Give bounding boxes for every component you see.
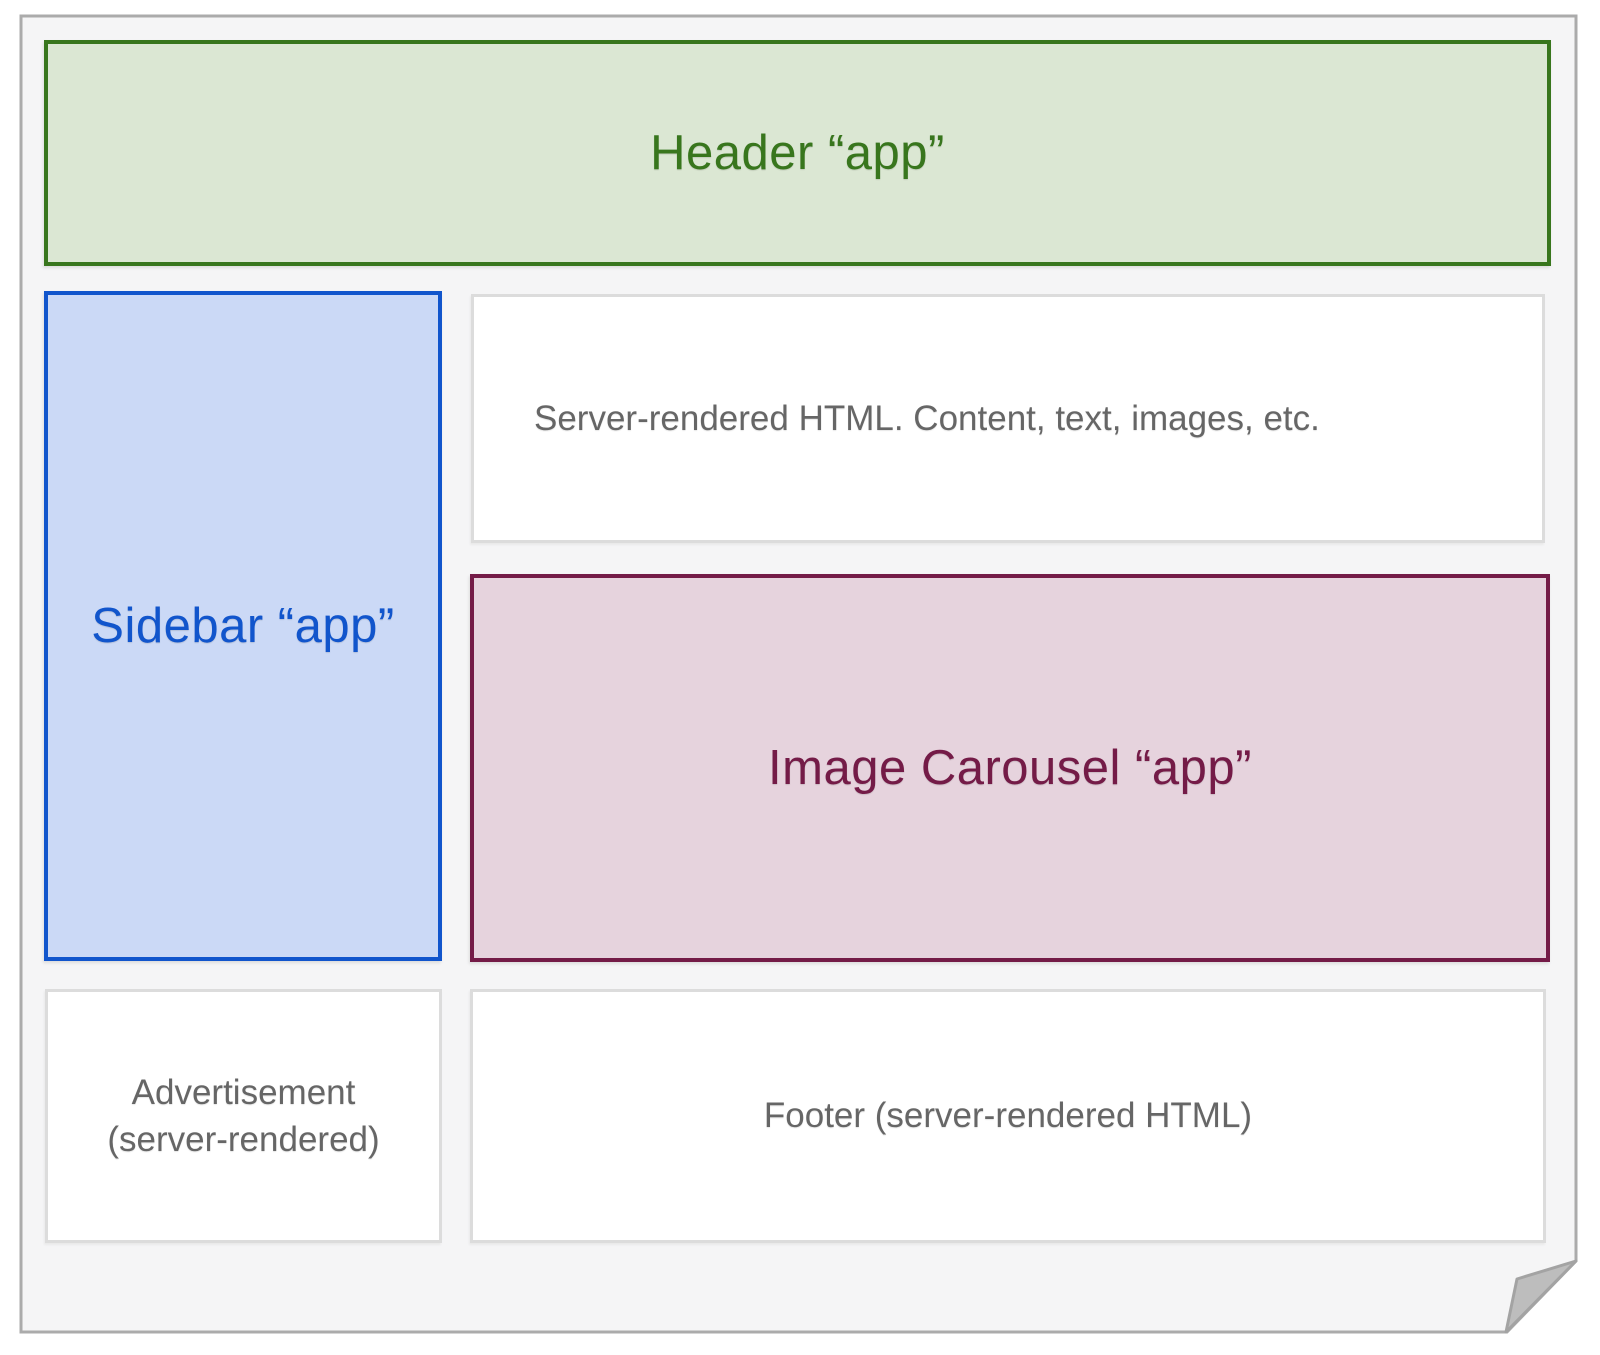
sidebar-app-box: Sidebar “app” <box>44 291 442 961</box>
image-carousel-app-box: Image Carousel “app” <box>470 574 1550 962</box>
header-app-box: Header “app” <box>44 40 1551 266</box>
header-app-label: Header “app” <box>650 126 945 180</box>
advertisement-label: Advertisement (server-rendered) <box>107 1072 380 1159</box>
footer-box: Footer (server-rendered HTML) <box>470 989 1546 1243</box>
server-content-box: Server-rendered HTML. Content, text, ima… <box>471 294 1545 543</box>
image-carousel-app-label: Image Carousel “app” <box>768 741 1252 795</box>
footer-label: Footer (server-rendered HTML) <box>763 1096 1253 1136</box>
server-content-label: Server-rendered HTML. Content, text, ima… <box>534 398 1320 438</box>
advertisement-box: Advertisement (server-rendered) <box>45 989 442 1243</box>
page-curl-fold <box>1504 1259 1578 1334</box>
sidebar-app-label: Sidebar “app” <box>91 599 395 653</box>
